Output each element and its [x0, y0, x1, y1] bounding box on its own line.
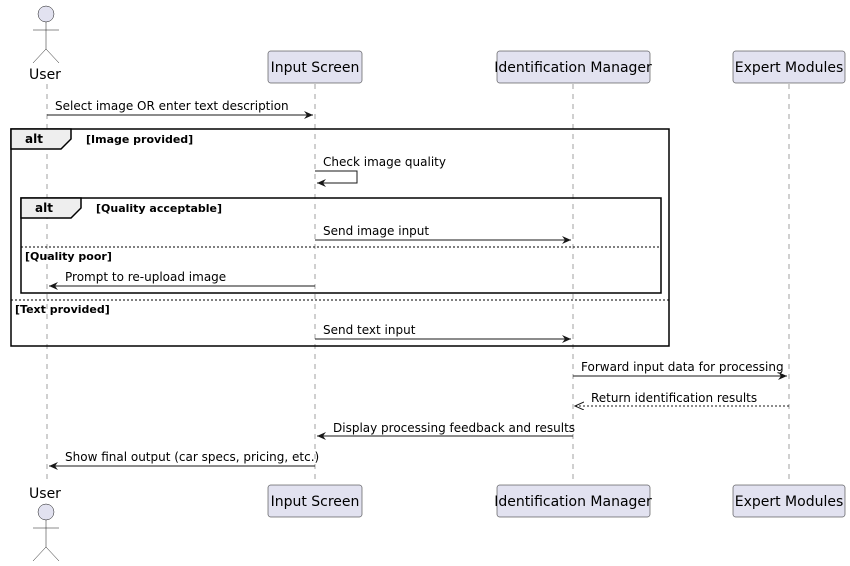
- stick-figure-icon: [32, 5, 60, 64]
- user-actor-top: User: [29, 5, 61, 83]
- message-send-text: Send text input: [315, 323, 571, 343]
- message-label: Show final output (car specs, pricing, e…: [65, 450, 319, 464]
- fragment-tab: [20, 197, 82, 219]
- actor-label: User: [29, 486, 61, 502]
- alt-fragment-outer: alt [Image provided] [Text provided]: [10, 128, 670, 347]
- message-label: Return identification results: [591, 391, 757, 405]
- participant-label: Identification Manager: [494, 60, 652, 76]
- message-select-input: Select image OR enter text description: [47, 99, 313, 119]
- fragment-keyword: alt: [35, 201, 53, 215]
- message-check-quality: Check image quality: [315, 155, 446, 187]
- message-arrow: [315, 170, 358, 187]
- participant-label: Identification Manager: [494, 494, 652, 510]
- participant-label: Expert Modules: [735, 60, 844, 76]
- message-show-output: Show final output (car specs, pricing, e…: [49, 450, 319, 470]
- fragment-frame: [20, 197, 662, 294]
- participant-label: Input Screen: [271, 494, 360, 510]
- participant-expert-modules-top: Expert Modules: [732, 50, 846, 84]
- message-label: Display processing feedback and results: [333, 421, 575, 435]
- fragment-keyword: alt: [25, 132, 43, 146]
- fragment-else-guard: [Quality poor]: [25, 250, 112, 263]
- participant-expert-modules-bottom: Expert Modules: [732, 484, 846, 518]
- message-prompt-reupload: Prompt to re-upload image: [49, 270, 315, 290]
- participant-input-screen-bottom: Input Screen: [267, 484, 363, 518]
- message-return-results: Return identification results: [575, 391, 789, 406]
- stick-figure-icon: [32, 503, 60, 562]
- alt-fragment-inner: alt [Quality acceptable] [Quality poor]: [20, 197, 662, 294]
- fragment-guard: [Quality acceptable]: [96, 202, 222, 215]
- participant-identification-manager-top: Identification Manager: [494, 50, 652, 84]
- message-label: Prompt to re-upload image: [65, 270, 226, 284]
- message-display-feedback: Display processing feedback and results: [317, 421, 575, 440]
- fragment-tab: [10, 128, 72, 150]
- participant-label: Expert Modules: [735, 494, 844, 510]
- message-label: Check image quality: [323, 155, 446, 169]
- message-label: Forward input data for processing: [581, 360, 784, 374]
- actor-label: User: [29, 67, 61, 83]
- message-label: Send text input: [323, 323, 416, 337]
- fragment-frame: [10, 128, 670, 347]
- message-send-image: Send image input: [315, 224, 571, 244]
- message-label: Select image OR enter text description: [55, 99, 289, 113]
- fragment-else-guard: [Text provided]: [15, 303, 110, 316]
- participant-identification-manager-bottom: Identification Manager: [494, 484, 652, 518]
- participant-input-screen-top: Input Screen: [267, 50, 363, 84]
- message-forward-data: Forward input data for processing: [573, 360, 787, 380]
- user-actor-bottom: User: [29, 486, 61, 562]
- message-label: Send image input: [323, 224, 429, 238]
- participant-label: Input Screen: [271, 60, 360, 76]
- fragment-guard: [Image provided]: [86, 133, 193, 146]
